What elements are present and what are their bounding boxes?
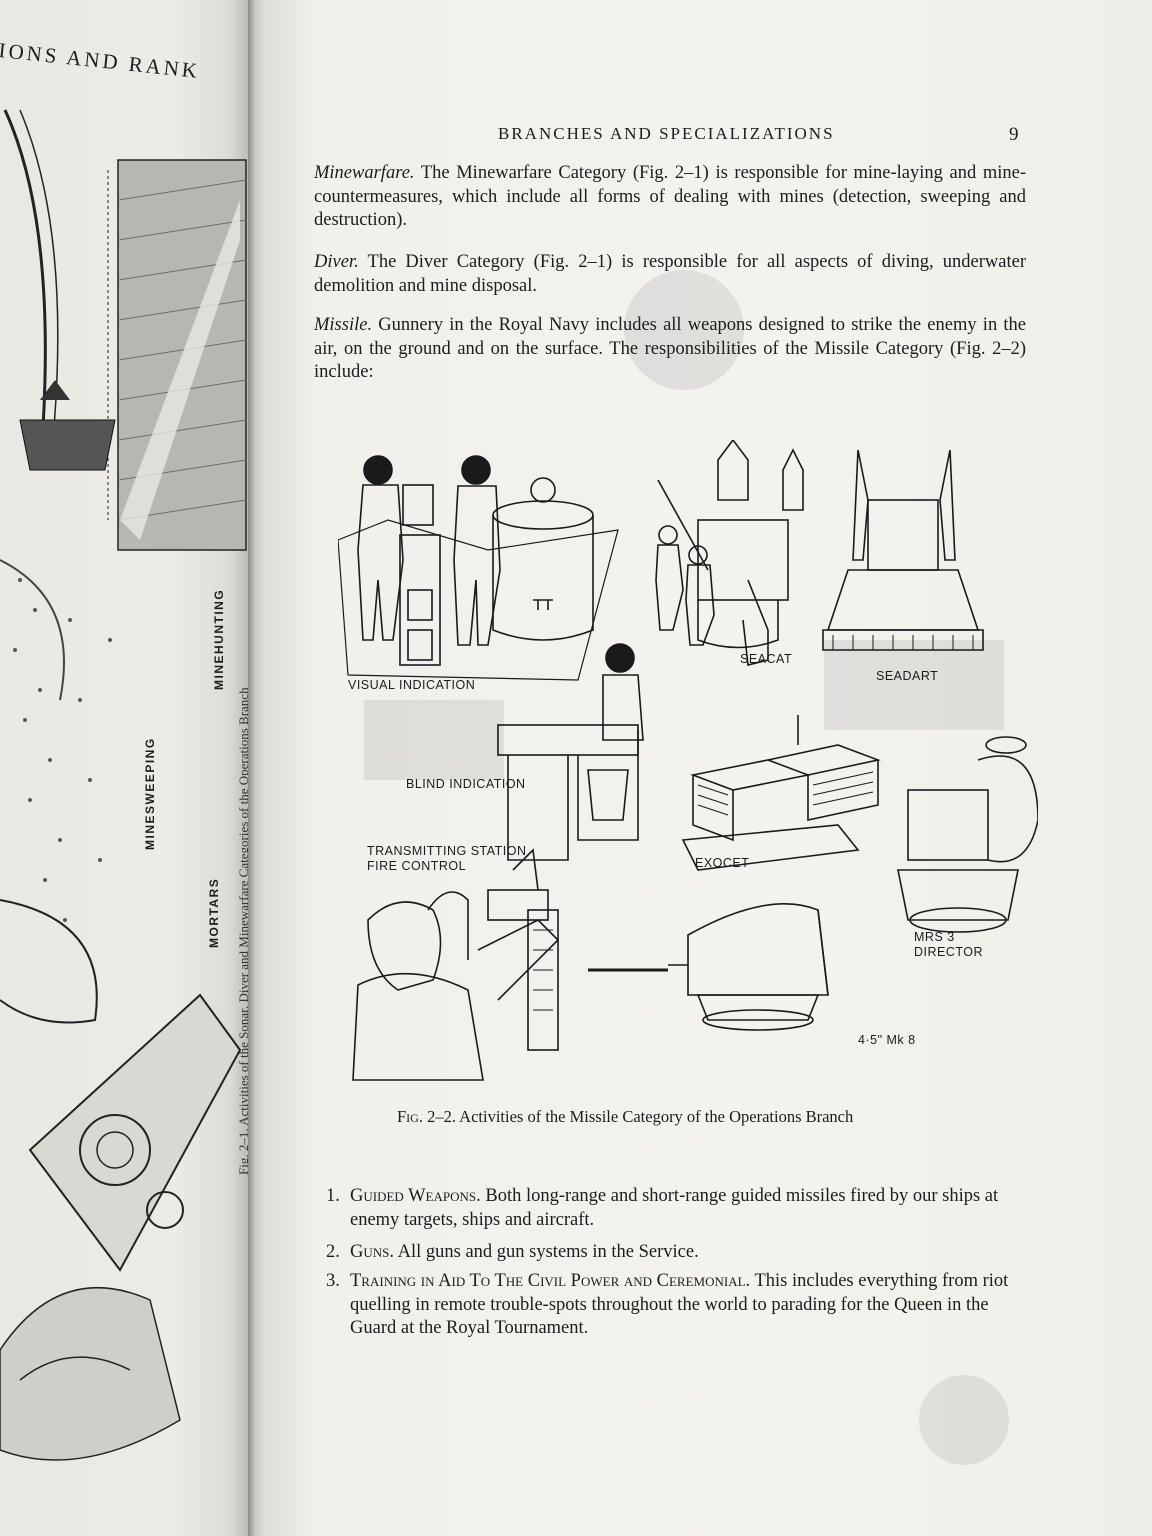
right-page: BRANCHES AND SPECIALIZATIONS 9 Minewarfa…: [264, 0, 1152, 1536]
list-heading: Guns.: [350, 1242, 394, 1262]
figure-caption-text: Activities of the Missile Category of th…: [455, 1107, 854, 1126]
paragraph-diver: Diver. The Diver Category (Fig. 2–1) is …: [314, 251, 1026, 298]
list-number: 2.: [326, 1242, 340, 1262]
label-line: TRANSMITTING STATION: [367, 844, 527, 858]
label-line: MRS 3: [914, 930, 955, 944]
figure-missile-category: VISUAL INDICATION SEACAT SEADART BLIND I…: [338, 440, 1038, 1100]
figure-caption-prefix: Fig. 2–2.: [397, 1107, 456, 1126]
label-transmitting-station: TRANSMITTING STATION FIRE CONTROL: [367, 844, 527, 874]
list-number: 1.: [326, 1186, 340, 1206]
page-number: 9: [1009, 124, 1019, 145]
paragraph-missile: Missile. Gunnery in the Royal Navy inclu…: [314, 314, 1026, 385]
label-minesweeping: MINESWEEPING: [143, 737, 157, 850]
label-line: FIRE CONTROL: [367, 859, 467, 873]
label-seadart: SEADART: [876, 669, 939, 683]
running-head: BRANCHES AND SPECIALIZATIONS: [498, 124, 835, 143]
paragraph-minewarfare: Minewarfare. The Minewarfare Category (F…: [314, 162, 1026, 233]
paragraph-body: The Diver Category (Fig. 2–1) is respons…: [314, 252, 1026, 296]
list-body: All guns and gun systems in the Service.: [394, 1242, 699, 1262]
paragraph-body: The Minewarfare Category (Fig. 2–1) is r…: [314, 163, 1026, 230]
list-heading: Training in Aid To The Civil Power and C…: [350, 1271, 751, 1291]
label-minehunting: MINEHUNTING: [212, 588, 226, 690]
label-visual-indication: VISUAL INDICATION: [348, 678, 476, 692]
show-through-shadow: [364, 270, 1009, 1465]
label-seacat: SEACAT: [740, 652, 793, 666]
book-gutter: [248, 0, 266, 1536]
paragraph-lead: Missile.: [314, 315, 373, 335]
list-heading: Guided Weapons.: [350, 1186, 481, 1206]
list-body: This includes everything from riot quell…: [350, 1271, 1009, 1338]
left-facing-page: IONS AND RANK MINEHUNTING MINESWEEPING M…: [0, 0, 250, 1536]
list-body: Both long-range and short-range guided m…: [350, 1186, 999, 1230]
paragraph-body: Gunnery in the Royal Navy includes all w…: [314, 315, 1026, 382]
label-exocet: EXOCET: [695, 856, 750, 870]
label-mrs3-director: MRS 3 DIRECTOR: [914, 930, 983, 960]
list-text: Guns. All guns and gun systems in the Se…: [350, 1241, 1034, 1265]
paragraph-lead: Diver.: [314, 252, 359, 272]
label-line: DIRECTOR: [914, 945, 984, 959]
paragraph-lead: Minewarfare.: [314, 163, 415, 183]
label-blind-indication: BLIND INDICATION: [406, 777, 526, 791]
list-number: 3.: [326, 1271, 340, 1291]
list-text: Training in Aid To The Civil Power and C…: [350, 1270, 1034, 1341]
figure-illustration: [338, 440, 1038, 1081]
list-text: Guided Weapons. Both long-range and shor…: [350, 1185, 1034, 1232]
label-gun-mk8: 4·5" Mk 8: [858, 1033, 916, 1047]
label-mortars: MORTARS: [207, 877, 221, 948]
figure-caption: Fig. 2–2. Activities of the Missile Cate…: [397, 1107, 853, 1127]
left-page-illustration: [0, 109, 247, 1461]
